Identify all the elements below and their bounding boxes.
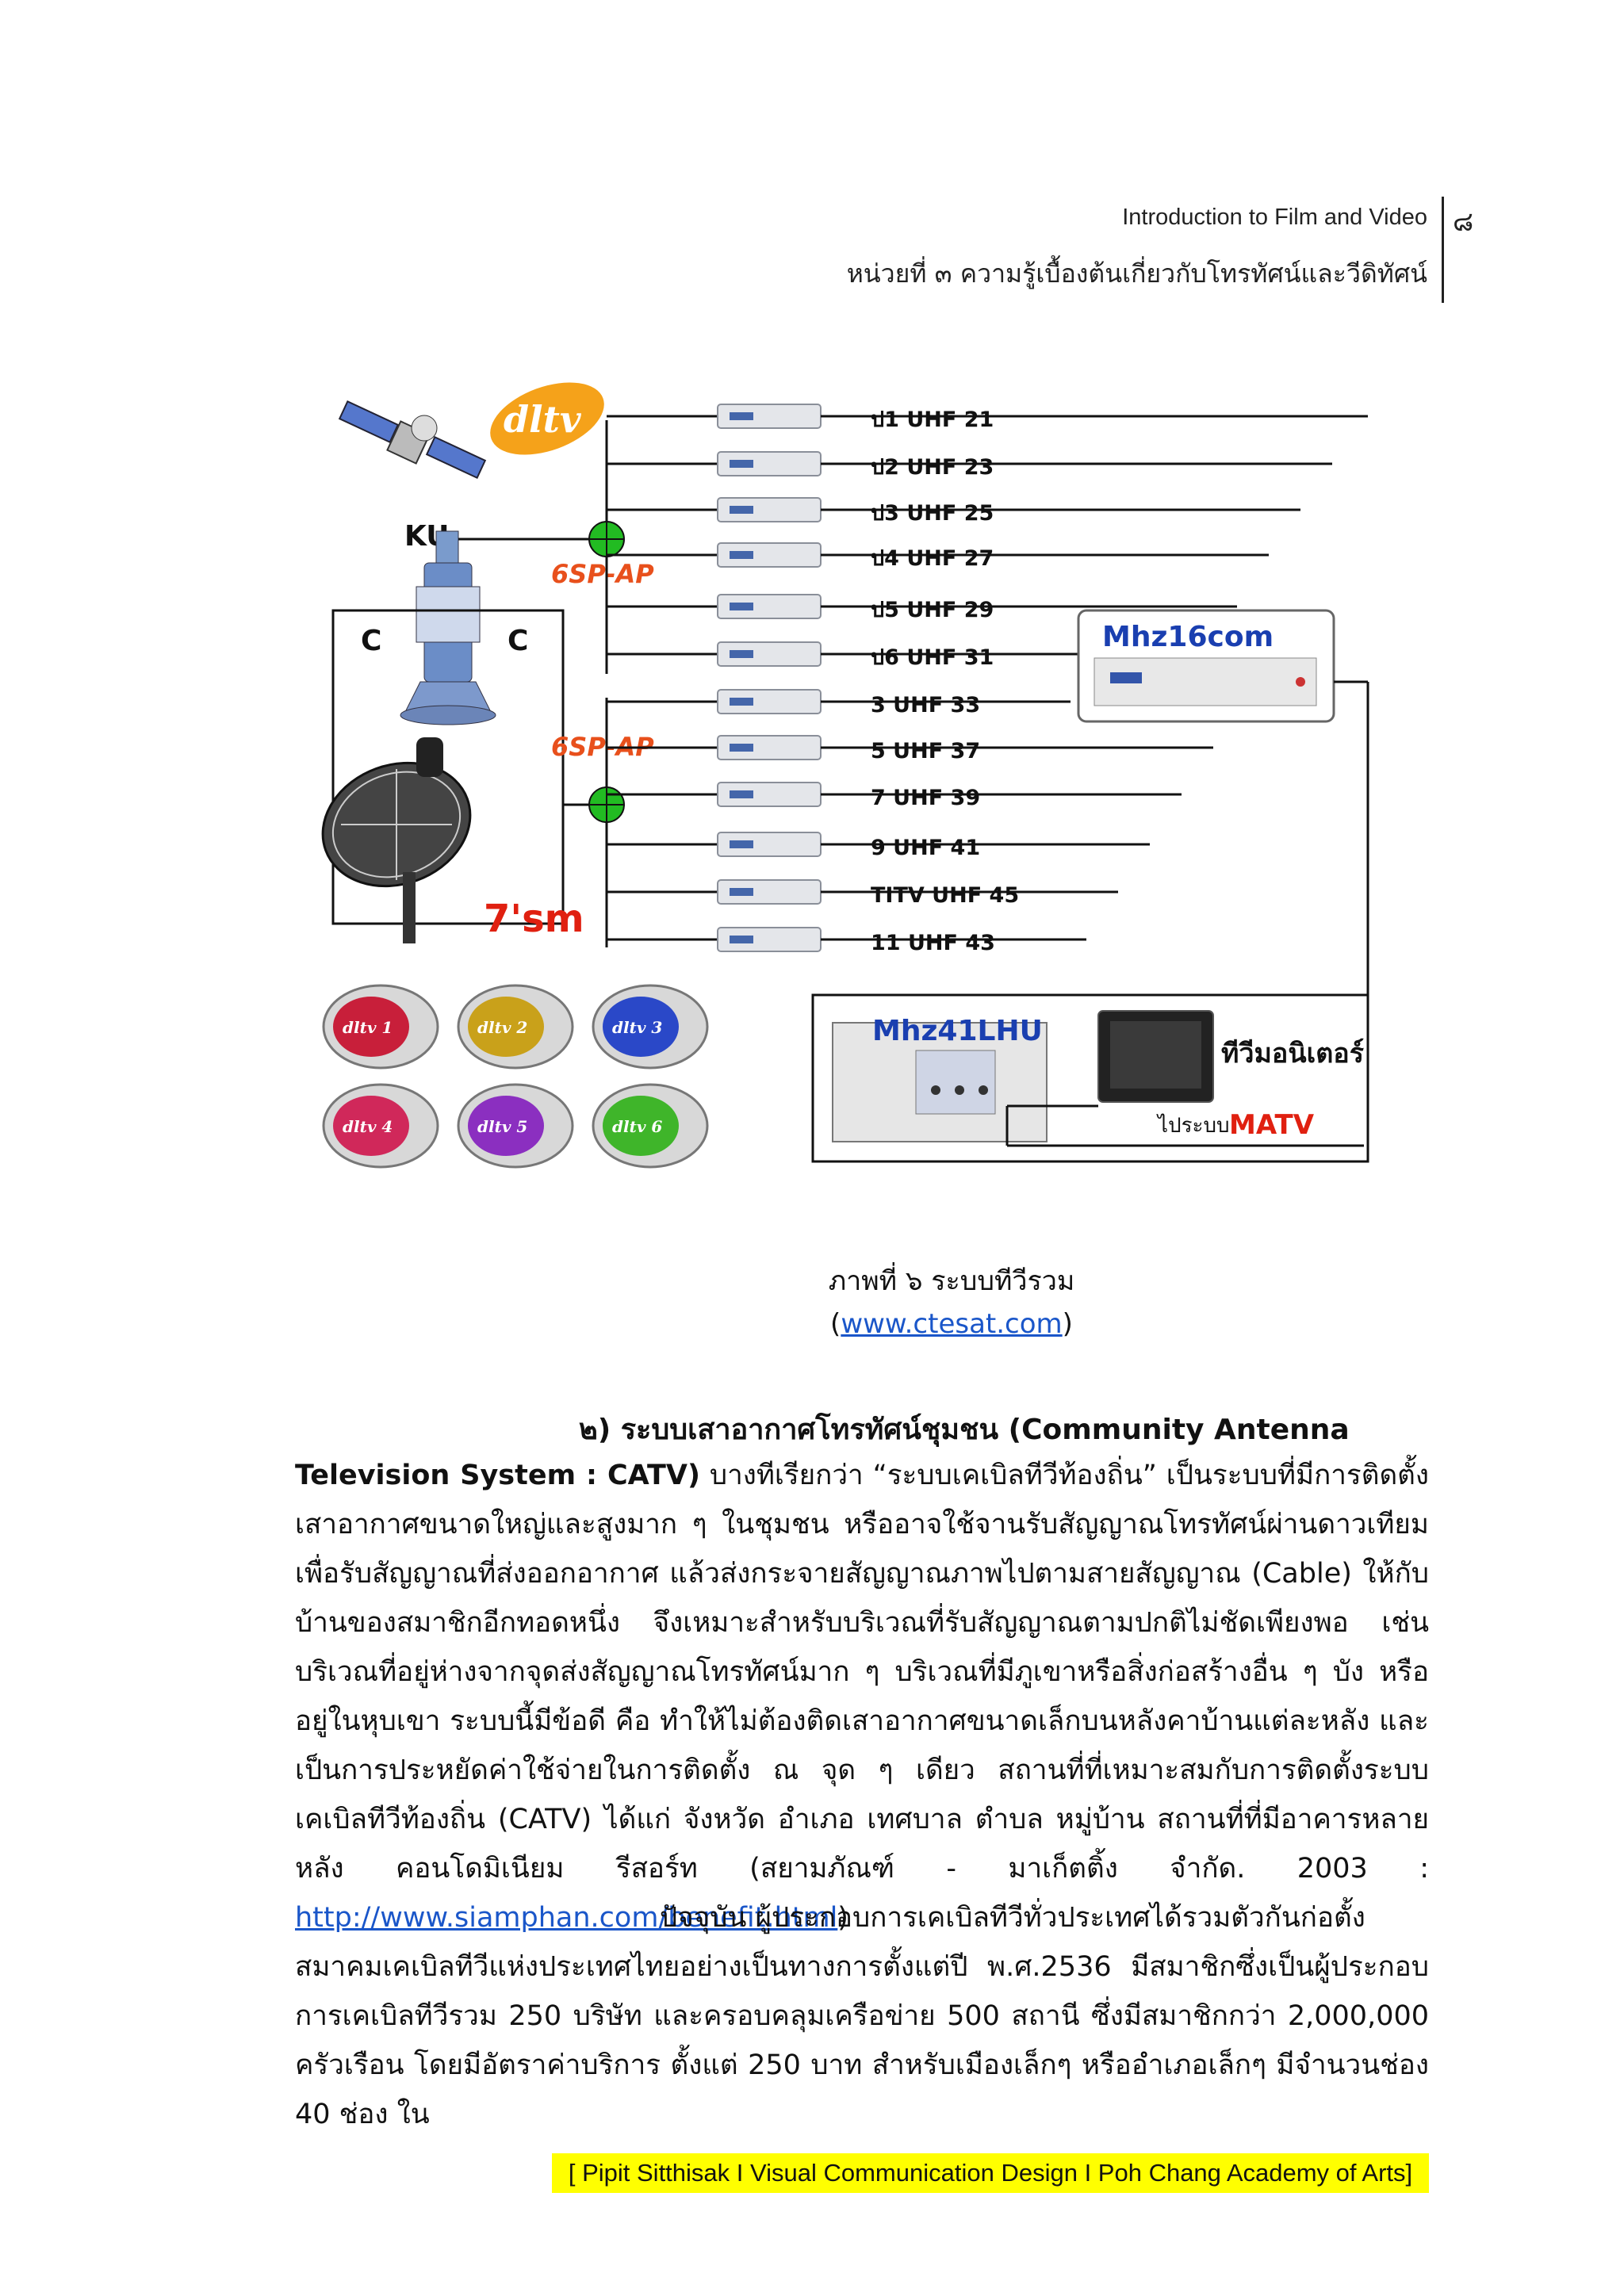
source-link[interactable]: www.ctesat.com [841, 1308, 1063, 1340]
modulator-display [730, 506, 753, 514]
dltv-channel-icons: dltv 1 dltv 2 dltv 3 dltv 4 dltv 5 dltv 6 [322, 984, 709, 1169]
amplifier-unit [832, 1022, 1048, 1142]
lnb-icon [400, 530, 496, 725]
modulator-display [730, 551, 753, 559]
paragraph-1-link[interactable]: http://www.siamphan.com/benefit.html [295, 1902, 838, 1934]
dltv-logo: dltv [490, 382, 604, 455]
channel-label: 3 UHF 33 [871, 693, 980, 718]
figure-source: (www.ctesat.com) [714, 1308, 1189, 1340]
modulator-display [730, 698, 753, 706]
header-divider [1442, 197, 1444, 303]
monitor-label: ทีวีมอนิเตอร์ [1221, 1038, 1365, 1070]
modulator-display [730, 888, 753, 896]
combiner-unit [1077, 609, 1335, 723]
channel-label: 9 UHF 41 [871, 836, 980, 860]
dish-label: 7'sm [484, 897, 584, 941]
modulator-display [730, 840, 753, 848]
tv-icon-screen [333, 997, 409, 1057]
c-right-label: C [508, 625, 528, 657]
tv-icon-label: dltv 4 [343, 1117, 393, 1136]
figure-caption: ภาพที่ ๖ ระบบทีวีรวม [828, 1265, 1075, 1297]
paragraph-2-indent: ปัจจุบัน ผู้ประกอบการเคเบิลทีวีทั่วประเท… [660, 1902, 1365, 1934]
paragraph-2: สมาคมเคเบิลทีวีแห่งประเทศไทยอย่างเป็นทาง… [295, 1951, 1429, 2130]
page-number: ๘ [1453, 206, 1474, 238]
satellite-dish-icon [321, 737, 472, 943]
channel-label: ป3 UHF 25 [871, 501, 994, 526]
tv-icon-label: dltv 6 [612, 1117, 662, 1136]
combiner-label: Mhz16com [1102, 621, 1274, 653]
source-close: ) [1062, 1308, 1073, 1340]
dltv-logo-text: dltv [504, 398, 582, 441]
splitter-bottom-icon [588, 786, 625, 823]
matv-label: MATV [1229, 1109, 1315, 1141]
channel-label: ป1 UHF 21 [871, 408, 994, 432]
tv-icon-label: dltv 3 [612, 1018, 662, 1037]
footer-credit: [ Pipit Sitthisak I Visual Communication… [552, 2153, 1429, 2193]
channel-label: ป4 UHF 27 [871, 546, 994, 571]
modulator-display [730, 603, 753, 610]
modulator-display [730, 936, 753, 943]
catv-system-diagram: dltv KU C C 7'sm 6SP-AP 6SP-AP [321, 382, 1369, 1169]
amplifier-box [811, 993, 1369, 1163]
channel-label: ป2 UHF 23 [871, 455, 994, 480]
paragraph-1-close: ) [837, 1902, 848, 1934]
channel-label: ป6 UHF 31 [871, 645, 994, 670]
modulator-display [730, 744, 753, 752]
tv-icon-label: dltv 1 [343, 1018, 393, 1037]
channel-label: TITV UHF 45 [871, 883, 1019, 908]
tv-icon-label: dltv 2 [477, 1018, 527, 1037]
channel-label: 11 UHF 43 [871, 931, 995, 955]
tv-monitor-icon [1097, 1010, 1214, 1103]
tv-icon-screen [468, 1096, 544, 1156]
section-heading: ๒) ระบบเสาอากาศโทรทัศน์ชุมชน (Community … [579, 1414, 1350, 1446]
paragraph-1: Television System : CATV) บางทีเรียกว่า … [295, 1451, 1429, 1942]
satellite-icon [338, 400, 487, 479]
source-open: ( [830, 1308, 841, 1340]
amplifier-label: Mhz41LHU [872, 1015, 1043, 1047]
modulator-display [730, 650, 753, 658]
course-title: Introduction to Film and Video [1122, 205, 1427, 230]
channel-rows: ป1 UHF 21 ป2 UHF 23 ป3 UHF 25 ป4 UHF 27 ป5 U… [607, 404, 1368, 955]
channel-label: 7 UHF 39 [871, 786, 980, 810]
splitter-top-icon [588, 521, 625, 557]
modulator-display [730, 412, 753, 420]
paragraph-1-text: บางทีเรียกว่า “ระบบเคเบิลทีวีท้องถิ่น” เ… [295, 1460, 1429, 1885]
c-band-box [331, 609, 565, 925]
tv-icon-screen [603, 1096, 679, 1156]
channel-label: ป5 UHF 29 [871, 598, 994, 622]
c-left-label: C [361, 625, 381, 657]
modulator-display [730, 460, 753, 468]
channel-label: 5 UHF 37 [871, 739, 980, 763]
tv-icon-label: dltv 5 [477, 1117, 527, 1136]
tv-icon-screen [333, 1096, 409, 1156]
tv-icon-screen [468, 997, 544, 1057]
modulator-display [730, 790, 753, 798]
tv-icon-screen [603, 997, 679, 1057]
lead-bold: Television System : CATV) [295, 1460, 700, 1491]
matv-prefix: ไประบบ [1156, 1113, 1230, 1138]
splitter-top-label: 6SP-AP [551, 559, 654, 589]
unit-title: หน่วยที่ ๓ ความรู้เบื้องต้นเกี่ยวกับโทรท… [846, 258, 1427, 289]
